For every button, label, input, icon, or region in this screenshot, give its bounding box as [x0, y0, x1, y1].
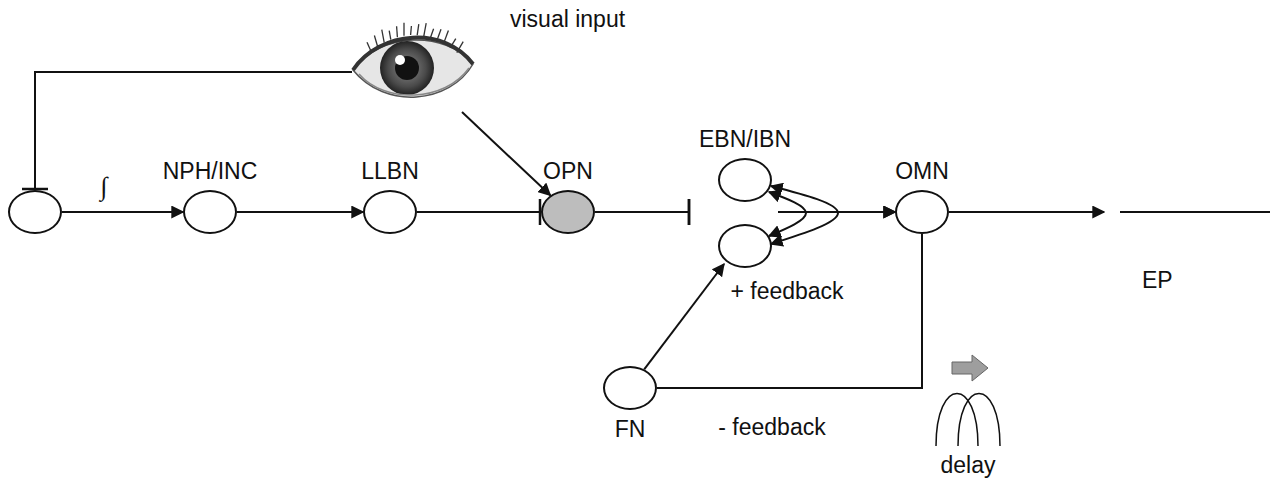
excitatory-connector	[657, 234, 922, 388]
inhibitory-connector	[595, 211, 690, 213]
delay-symbol	[936, 355, 1000, 446]
inhibitory-connector	[417, 211, 541, 213]
connector-label: ∫	[98, 172, 109, 202]
eye-illustration: visual input	[345, 12, 480, 112]
excitatory-connector	[778, 211, 895, 213]
neuron-circle	[8, 190, 62, 234]
neuron-circle: LLBN	[363, 190, 417, 234]
inhibitory-connector	[35, 72, 352, 190]
node-label: NPH/INC	[163, 158, 258, 184]
node-label: visual input	[510, 6, 625, 32]
excitatory-connector	[644, 264, 724, 369]
delay-arch	[958, 394, 1000, 447]
node-label: OMN	[895, 158, 949, 184]
eye-drawing	[345, 12, 480, 112]
node-label: EP	[1142, 267, 1173, 293]
delay-arch	[936, 394, 978, 447]
excitatory-connector	[462, 112, 550, 195]
node-label: EBN/IBN	[699, 126, 791, 152]
delay-label: delay	[941, 452, 996, 478]
excitatory-connector	[778, 211, 895, 213]
neuron-circle: FN	[603, 366, 657, 410]
excitatory-connector	[237, 211, 363, 213]
excitatory-connector	[62, 211, 183, 213]
node-label: LLBN	[361, 158, 419, 184]
eye-position-trace: EP	[1120, 211, 1270, 213]
feedback-label: + feedback	[730, 278, 843, 304]
delay-arrow	[952, 355, 988, 381]
excitatory-connector	[771, 186, 838, 244]
inhibitory-connector	[595, 211, 690, 213]
node-label: OPN	[543, 158, 593, 184]
connector-label: - feedback	[716, 414, 827, 440]
neuron-circle: EBN/IBN	[718, 158, 772, 202]
neuron-circle: OMN	[895, 190, 949, 234]
neuron-circle: NPH/INC	[183, 190, 237, 234]
neuron-circle: OPN	[541, 190, 595, 234]
node-label: FN	[615, 416, 646, 442]
excitatory-connector	[949, 211, 1104, 213]
neuron-circle	[718, 224, 772, 268]
excitatory-connector	[769, 192, 806, 236]
